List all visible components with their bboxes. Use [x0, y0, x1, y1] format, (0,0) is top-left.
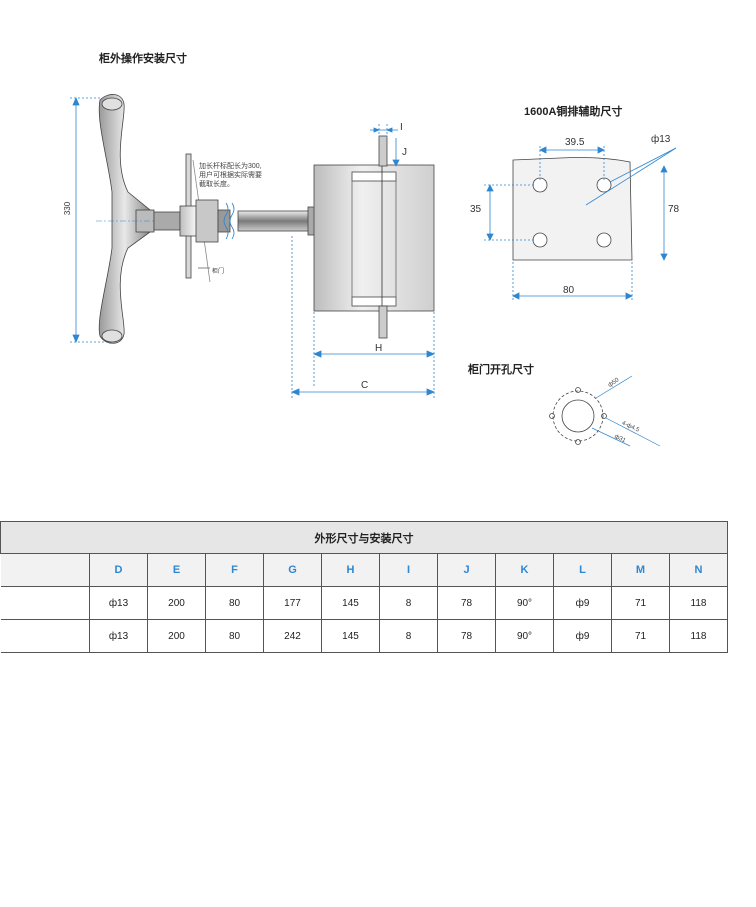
column-header-f: F	[205, 553, 264, 587]
note-line-2: 用户可根据实际需要	[199, 172, 262, 179]
table-cell: 177	[263, 586, 322, 620]
table-title: 外形尺寸与安装尺寸	[0, 521, 729, 554]
table-cell: 80	[205, 619, 264, 653]
table-column-header-row: D E F G H I J K L M N	[0, 553, 729, 587]
column-header-n: N	[668, 553, 729, 587]
table-row: ф13 200 80 177 145 8 78 90° ф9 71 118	[0, 586, 729, 620]
table-cell: 118	[668, 619, 729, 653]
column-header-j: J	[437, 553, 496, 587]
table-row-label	[0, 619, 90, 653]
busbar-plate-icon	[512, 157, 633, 261]
column-header-d: D	[89, 553, 148, 587]
table-cell: 145	[321, 586, 380, 620]
dimension-h-line	[312, 312, 436, 386]
column-header-i: I	[379, 553, 438, 587]
table-cell: ф9	[553, 619, 612, 653]
dimension-h: H	[375, 343, 383, 354]
table-cell: 200	[147, 586, 206, 620]
table-cell: 90°	[495, 619, 554, 653]
table-header-blank	[0, 553, 90, 587]
table-cell: 78	[437, 619, 496, 653]
door-hole-icon	[549, 387, 607, 445]
dimension-i: I	[400, 122, 403, 133]
door-label: 柜门	[212, 269, 225, 275]
door-hole-leader-lines	[591, 375, 661, 447]
table-cell: 118	[668, 586, 729, 620]
table-cell: 242	[263, 619, 322, 653]
table-row: ф13 200 80 242 145 8 78 90° ф9 71 118	[0, 619, 729, 653]
column-header-h: H	[321, 553, 380, 587]
column-header-k: K	[495, 553, 554, 587]
busbar-title: 1600A铜排辅助尺寸	[524, 106, 623, 118]
extension-rod-note: 加长杆标配长为300, 用户可根据实际需要 截取长度。	[199, 162, 262, 189]
table-cell: 8	[379, 586, 438, 620]
note-line-1: 加长杆标配长为300,	[199, 163, 262, 170]
column-header-e: E	[147, 553, 206, 587]
table-cell: 90°	[495, 586, 554, 620]
table-cell: 8	[379, 619, 438, 653]
table-cell: 71	[611, 586, 670, 620]
column-header-m: M	[611, 553, 670, 587]
table-cell: 71	[611, 619, 670, 653]
table-cell: ф13	[89, 586, 148, 620]
busbar-dimension-lines	[484, 146, 677, 300]
dimension-35: 35	[470, 204, 482, 215]
table-row-label	[0, 586, 90, 620]
table-cell: 78	[437, 586, 496, 620]
technical-drawing	[70, 94, 677, 447]
table-cell: 145	[321, 619, 380, 653]
handwheel-icon	[98, 94, 155, 344]
dimension-80: 80	[563, 285, 575, 296]
table-title-row: 外形尺寸与安装尺寸	[0, 521, 729, 554]
dimension-i-j-lines	[370, 124, 400, 167]
door-hole-title: 柜门开孔尺寸	[468, 364, 534, 376]
dimension-39-5: 39.5	[565, 137, 585, 148]
switch-body-icon	[313, 135, 435, 339]
table-cell: ф13	[89, 619, 148, 653]
column-header-l: L	[553, 553, 612, 587]
table-cell: 200	[147, 619, 206, 653]
table-cell: ф9	[553, 586, 612, 620]
dimension-c-line	[290, 236, 436, 398]
operating-shaft-icon	[153, 199, 317, 243]
dimension-j: J	[402, 147, 407, 158]
dimension-phi13: ф13	[651, 134, 671, 145]
column-header-g: G	[263, 553, 322, 587]
main-drawing-title: 柜外操作安装尺寸	[99, 53, 187, 65]
dimension-table: 外形尺寸与安装尺寸 D E F G H I J K L M N ф13 200 …	[0, 521, 729, 653]
dimension-330-line	[70, 96, 108, 344]
table-cell: 80	[205, 586, 264, 620]
dimension-78: 78	[668, 204, 680, 215]
dimension-c: C	[361, 380, 369, 391]
note-line-3: 截取长度。	[199, 181, 234, 188]
